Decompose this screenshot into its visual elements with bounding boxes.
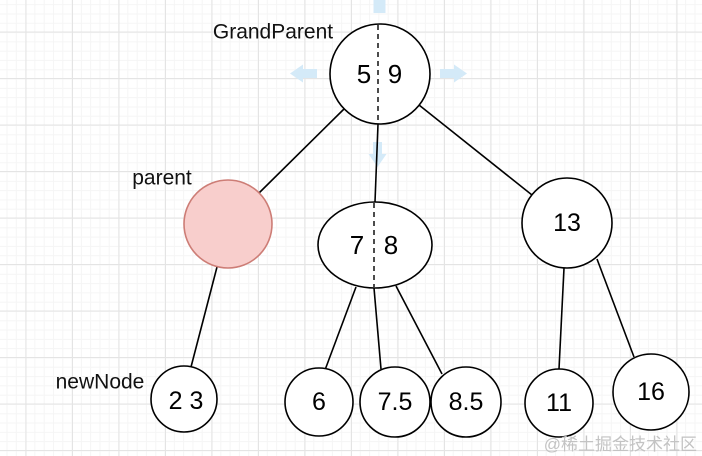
leaf-7-5-key: 7.5 — [378, 388, 413, 416]
nav-arrow-left-icon[interactable] — [290, 64, 317, 83]
right-key: 13 — [553, 209, 581, 237]
newnode-keys: 2 3 — [169, 387, 204, 415]
node-leaf-16[interactable]: 16 — [612, 353, 690, 431]
edge-parent-newnode[interactable] — [190, 266, 218, 368]
edge-middle-leaf85[interactable] — [395, 285, 443, 375]
node-leaf-6[interactable]: 6 — [284, 367, 354, 437]
node-leaf-7-5[interactable]: 7.5 — [359, 366, 431, 438]
leaf-16-key: 16 — [637, 378, 665, 406]
grandparent-label[interactable]: GrandParent — [213, 21, 333, 44]
nav-arrow-right-icon[interactable] — [440, 64, 467, 83]
node-leaf-11[interactable]: 11 — [524, 368, 594, 438]
node-middle[interactable]: 7 8 — [317, 201, 433, 289]
edge-middle-leaf6[interactable] — [324, 286, 357, 371]
node-right[interactable]: 13 — [521, 177, 613, 269]
middle-key-left: 7 — [350, 230, 364, 260]
leaf-6-key: 6 — [312, 388, 326, 416]
node-newnode[interactable]: 2 3 — [150, 365, 218, 433]
edge-middle-leaf75[interactable] — [373, 287, 382, 370]
edge-right-leaf16[interactable] — [596, 258, 635, 358]
watermark: @稀土掘金技术社区 — [544, 435, 697, 454]
tree-edges — [190, 104, 635, 375]
node-grandparent[interactable]: 5 9 — [329, 23, 431, 125]
nav-arrow-up-icon[interactable] — [373, 0, 386, 13]
middle-key-right: 8 — [384, 230, 398, 260]
parent-label[interactable]: parent — [132, 167, 192, 190]
edge-grandparent-middle[interactable] — [374, 123, 379, 203]
leaf-8-5-key: 8.5 — [449, 388, 484, 416]
grandparent-key-right: 9 — [388, 59, 402, 89]
grandparent-key-left: 5 — [357, 59, 371, 89]
newnode-label[interactable]: newNode — [56, 371, 145, 394]
leaf-11-key: 11 — [546, 389, 572, 417]
node-parent[interactable] — [183, 179, 273, 269]
edge-right-leaf11[interactable] — [558, 267, 565, 370]
edge-grandparent-right[interactable] — [418, 104, 533, 196]
node-leaf-8-5[interactable]: 8.5 — [430, 366, 502, 438]
edge-grandparent-parent[interactable] — [258, 108, 345, 194]
